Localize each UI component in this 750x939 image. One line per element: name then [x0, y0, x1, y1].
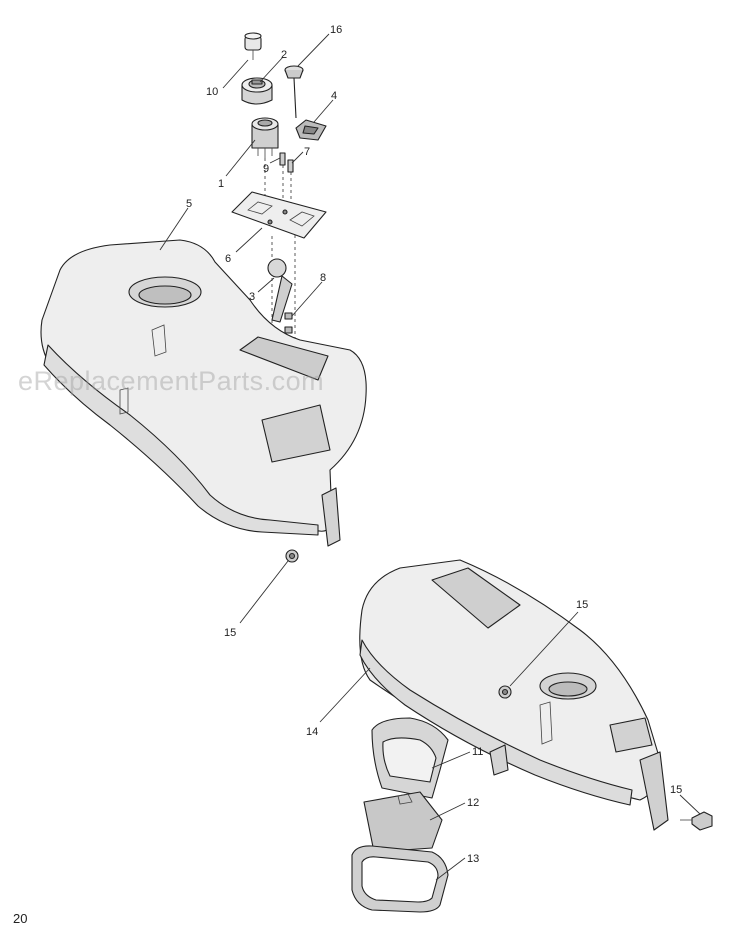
callout-4: 4	[313, 90, 337, 123]
callout-8-label: 8	[320, 272, 326, 284]
callout-15-upper: 15	[224, 560, 289, 639]
callout-5-label: 5	[186, 198, 192, 210]
callout-5: 5	[159, 198, 192, 251]
callout-7-label: 7	[304, 146, 310, 158]
callout-16: 16	[297, 24, 342, 67]
callout-12-label: 12	[467, 797, 479, 809]
callout-15-mid: 15	[509, 599, 588, 687]
callout-16-label: 16	[330, 24, 342, 36]
callout-2-label: 2	[281, 49, 287, 61]
callout-13: 13	[435, 853, 479, 881]
callout-14: 14	[306, 667, 371, 738]
part-11-cup-insert	[371, 717, 449, 799]
part-6-mounting-plate	[231, 191, 327, 239]
callout-3-label: 3	[249, 291, 255, 303]
callout-14-label: 14	[306, 726, 318, 738]
part-10-knob	[244, 32, 262, 60]
part-2-ignition-switch	[241, 77, 273, 105]
part-3-lever	[267, 258, 293, 323]
callout-12: 12	[429, 797, 479, 821]
callout-10-label: 10	[206, 86, 218, 98]
callout-1: 1	[218, 139, 256, 190]
callout-9-label: 9	[263, 163, 269, 175]
callout-15-right-label: 15	[670, 784, 682, 796]
part-8-fastener	[284, 312, 293, 334]
callout-9: 9	[263, 157, 281, 175]
page-number: 20	[13, 911, 28, 926]
part-15-screw-mid	[498, 685, 512, 699]
callout-3: 3	[249, 277, 275, 303]
part-7-screw	[287, 159, 294, 173]
callout-6: 6	[225, 227, 263, 265]
part-15-screw-right	[680, 811, 713, 831]
part-14-lower-console	[359, 559, 669, 831]
callout-11: 11	[431, 746, 483, 769]
callout-2: 2	[259, 49, 287, 83]
callout-1-label: 1	[218, 178, 224, 190]
callout-6-label: 6	[225, 253, 231, 265]
callout-13-label: 13	[467, 853, 479, 865]
callout-15-mid-label: 15	[576, 599, 588, 611]
callout-15-upper-label: 15	[224, 627, 236, 639]
callout-11-label: 11	[472, 746, 483, 758]
callout-4-label: 4	[331, 90, 337, 102]
callout-8: 8	[291, 272, 326, 317]
part-13-bezel	[351, 845, 449, 913]
part-9-screw	[279, 152, 286, 166]
part-5-upper-console	[40, 239, 367, 547]
callout-15-right: 15	[670, 784, 701, 815]
part-4-toggle-switch	[295, 119, 327, 141]
part-15-screw-upper	[285, 549, 299, 563]
part-12-pad	[363, 791, 443, 853]
watermark: eReplacementParts.com	[18, 366, 325, 396]
callout-7: 7	[291, 146, 310, 164]
part-1-switch	[251, 117, 279, 158]
part-16-screw	[284, 65, 304, 119]
callout-10: 10	[206, 59, 249, 98]
